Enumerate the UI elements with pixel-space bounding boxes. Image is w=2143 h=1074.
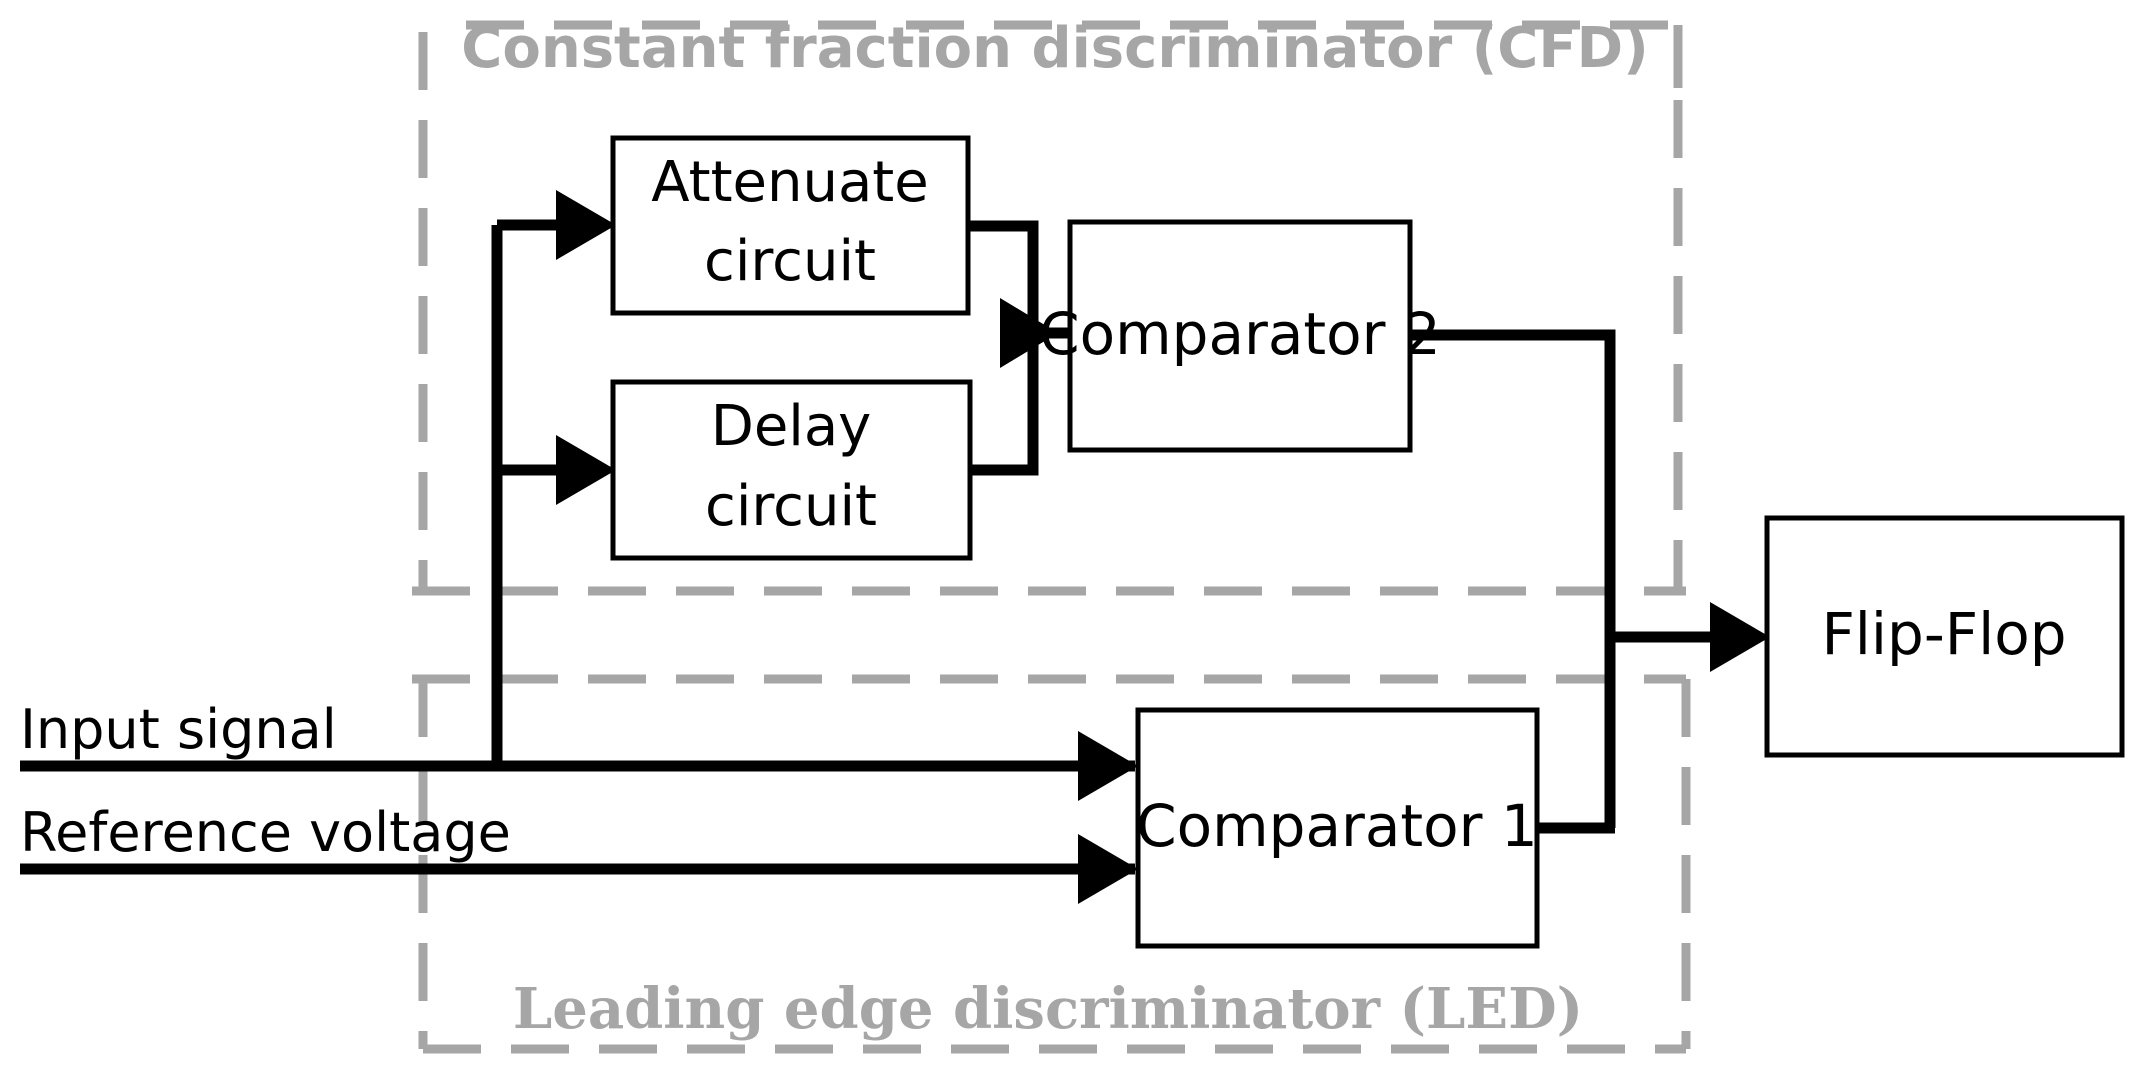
block-comparator-1[interactable]: Comparator 1 xyxy=(1135,707,1540,949)
block-attenuate-circuit[interactable]: Attenuate circuit xyxy=(610,135,971,316)
arrowhead-to-flipflop xyxy=(1710,602,1770,672)
reference-voltage-label: Reference voltage xyxy=(20,801,511,864)
input-signal-label: Input signal xyxy=(20,698,337,761)
block-delay-circuit-rect[interactable] xyxy=(610,379,973,561)
block-comparator-2[interactable]: Comparator 2 xyxy=(1039,219,1441,453)
block-flip-flop[interactable]: Flip-Flop xyxy=(1764,515,2125,758)
block-attenuate-circuit-label-line1: Attenuate xyxy=(651,150,928,215)
block-flip-flop-rect[interactable] xyxy=(1764,515,2125,758)
cfd-group-title: Constant fraction discriminator (CFD) xyxy=(461,16,1648,81)
arrowhead-to-delay xyxy=(556,435,616,505)
block-attenuate-circuit-rect[interactable] xyxy=(610,135,971,316)
block-delay-circuit[interactable]: Delay circuit xyxy=(610,379,973,561)
wire-comparator2-output-bus xyxy=(1410,329,1616,828)
arrowhead-to-attenuate xyxy=(556,190,616,260)
block-comparator-1-label: Comparator 1 xyxy=(1136,792,1538,860)
arrowhead-input-to-comparator1 xyxy=(1078,731,1138,801)
block-attenuate-circuit-label-line2: circuit xyxy=(704,229,876,294)
arrowhead-to-comparator2 xyxy=(1000,298,1058,368)
cfd-group-border xyxy=(412,20,1686,596)
wire-attenuate-output xyxy=(968,220,1039,333)
block-comparator-2-rect[interactable] xyxy=(1067,219,1413,453)
block-delay-circuit-label-line2: circuit xyxy=(705,474,877,539)
block-comparator-2-label: Comparator 2 xyxy=(1039,300,1441,368)
arrowhead-reference-to-comparator1 xyxy=(1078,834,1138,904)
block-comparator-1-rect[interactable] xyxy=(1135,707,1540,949)
block-delay-circuit-label-line1: Delay xyxy=(711,394,872,459)
led-group-title: Leading edge discriminator (LED) xyxy=(513,976,1583,1042)
block-flip-flop-label: Flip-Flop xyxy=(1821,600,2066,668)
wire-delay-output xyxy=(968,333,1039,476)
